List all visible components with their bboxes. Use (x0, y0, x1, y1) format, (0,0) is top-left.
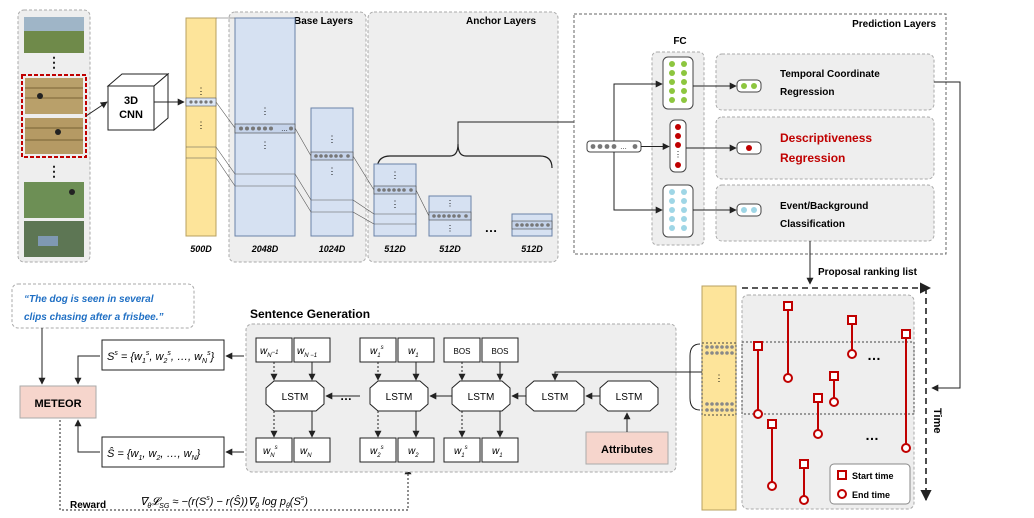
svg-text:⋮: ⋮ (674, 150, 682, 159)
base-layers-label: Base Layers (294, 16, 353, 27)
descriptiveness-label: Regression (780, 151, 845, 165)
cnn-label: 3D (124, 95, 138, 107)
frame-thumbnail (24, 182, 84, 218)
proposal-feature-column: ⋮ (701, 285, 737, 511)
frame-thumbnail (25, 118, 83, 154)
lstm-label: LSTM (386, 392, 413, 403)
lstm-label: LSTM (468, 392, 495, 403)
svg-text:⋮: ⋮ (391, 199, 400, 209)
ground-truth-caption: “The dog is seen in several clips chasin… (11, 283, 195, 329)
temporal-coordinate-label: Temporal Coordinate (780, 69, 880, 80)
svg-text:⋮: ⋮ (47, 54, 61, 70)
policy-gradient-formula: ∇θ𝓛SG ≈ −(r(Ss) − r(Ŝ))∇θ log pθ(Ss) (140, 495, 308, 510)
svg-text:⋮: ⋮ (197, 86, 206, 96)
svg-text:…: … (281, 126, 288, 133)
legend-box (829, 463, 911, 505)
svg-text:wN−1: wN−1 (260, 346, 278, 359)
svg-text:w1s: w1s (370, 345, 384, 359)
prediction-layers: Prediction Layers FC … ⋮ (573, 13, 947, 255)
attributes-label: Attributes (601, 444, 653, 456)
reward-label: Reward (70, 500, 106, 511)
lstm-cells: LSTM LSTM LSTM LSTM LSTM (265, 380, 659, 412)
feature-500d: ⋮ ⋮ 500D (185, 17, 217, 254)
lstm-label: LSTM (282, 392, 309, 403)
svg-text:w1: w1 (492, 446, 503, 459)
svg-text:…: … (620, 144, 627, 151)
dim-label-500d: 500D (190, 244, 212, 254)
fc-label: FC (673, 36, 686, 47)
proposal-ranking-label: Proposal ranking list (818, 267, 918, 278)
anchor-layers-label: Anchor Layers (466, 16, 536, 27)
svg-text:⋮: ⋮ (47, 163, 61, 179)
time-axis-label: Time (931, 408, 943, 433)
anchor-ellipsis: … (485, 220, 498, 235)
meteor-box (19, 385, 97, 419)
ranking-ellipsis: … (867, 347, 881, 363)
caption-text: “The dog is seen in several (24, 294, 154, 305)
event-background-label: Classification (780, 219, 845, 230)
meteor-label: METEOR (34, 398, 81, 410)
ranking-list-panel: … … Start time End time (741, 294, 915, 510)
svg-text:Ŝ = {w1, w2, …, wN}: Ŝ = {w1, w2, …, wN} (107, 447, 201, 462)
attributes-box (585, 431, 669, 465)
svg-text:w1: w1 (408, 346, 419, 359)
svg-text:⋮: ⋮ (197, 120, 206, 130)
sentence-generation-label: Sentence Generation (250, 307, 370, 321)
greedy-sentence-set: Ŝ = {w1, w2, …, wN} (101, 436, 225, 468)
sampled-sentence-set: Ss = {w1s, w2s, …, wNs} (101, 339, 225, 371)
bos-token: BOS (492, 347, 509, 356)
lstm-label: LSTM (542, 392, 569, 403)
caption-text: clips chasing after a frisbee.” (24, 312, 164, 323)
svg-text:Ss = {w1s, w2s, …, wNs}: Ss = {w1s, w2s, …, wNs} (107, 350, 215, 365)
svg-text:⋮: ⋮ (391, 170, 400, 180)
legend-end-time: End time (852, 490, 890, 500)
prediction-layers-label: Prediction Layers (852, 19, 936, 30)
bos-token: BOS (454, 347, 471, 356)
temporal-coordinate-label: Regression (780, 87, 834, 98)
event-background-label: Event/Background (780, 201, 868, 212)
frame-thumbnail (25, 78, 83, 114)
svg-text:⋮: ⋮ (261, 106, 270, 116)
svg-text:w2: w2 (408, 446, 419, 459)
cnn-label: CNN (119, 109, 143, 121)
dim-label-1024d: 1024D (319, 244, 346, 254)
svg-text:⋮: ⋮ (328, 166, 337, 176)
svg-text:w1s: w1s (454, 445, 468, 459)
descriptiveness-label: Descriptiveness (780, 131, 872, 145)
base-layers: Base Layers ⋮ … ⋮ 2048D ⋮ ⋮ 1024D (228, 11, 367, 263)
dim-label-512d: 512D (521, 244, 543, 254)
svg-text:⋮: ⋮ (328, 134, 337, 144)
svg-text:⋮: ⋮ (446, 224, 454, 233)
anchor-layers: Anchor Layers ⋮ ⋮ 512D ⋮ ⋮ 512D … 512D (367, 11, 559, 263)
dim-label-2048d: 2048D (251, 244, 279, 254)
dim-label-512d: 512D (384, 244, 406, 254)
dim-label-512d: 512D (439, 244, 461, 254)
svg-text:w2s: w2s (370, 445, 384, 459)
svg-text:⋮: ⋮ (715, 373, 724, 383)
svg-text:⋮: ⋮ (261, 140, 270, 150)
ranking-ellipsis: … (865, 427, 879, 443)
svg-text:⋮: ⋮ (446, 199, 454, 208)
legend-start-time: Start time (852, 471, 894, 481)
cnn-block: 3D CNN (106, 72, 170, 132)
sentence-generation: Sentence Generation wN−1 wN −1 w1s w1 BO… (245, 307, 677, 473)
video-frames: ⋮ ⋮ (17, 9, 91, 263)
lstm-label: LSTM (616, 392, 643, 403)
